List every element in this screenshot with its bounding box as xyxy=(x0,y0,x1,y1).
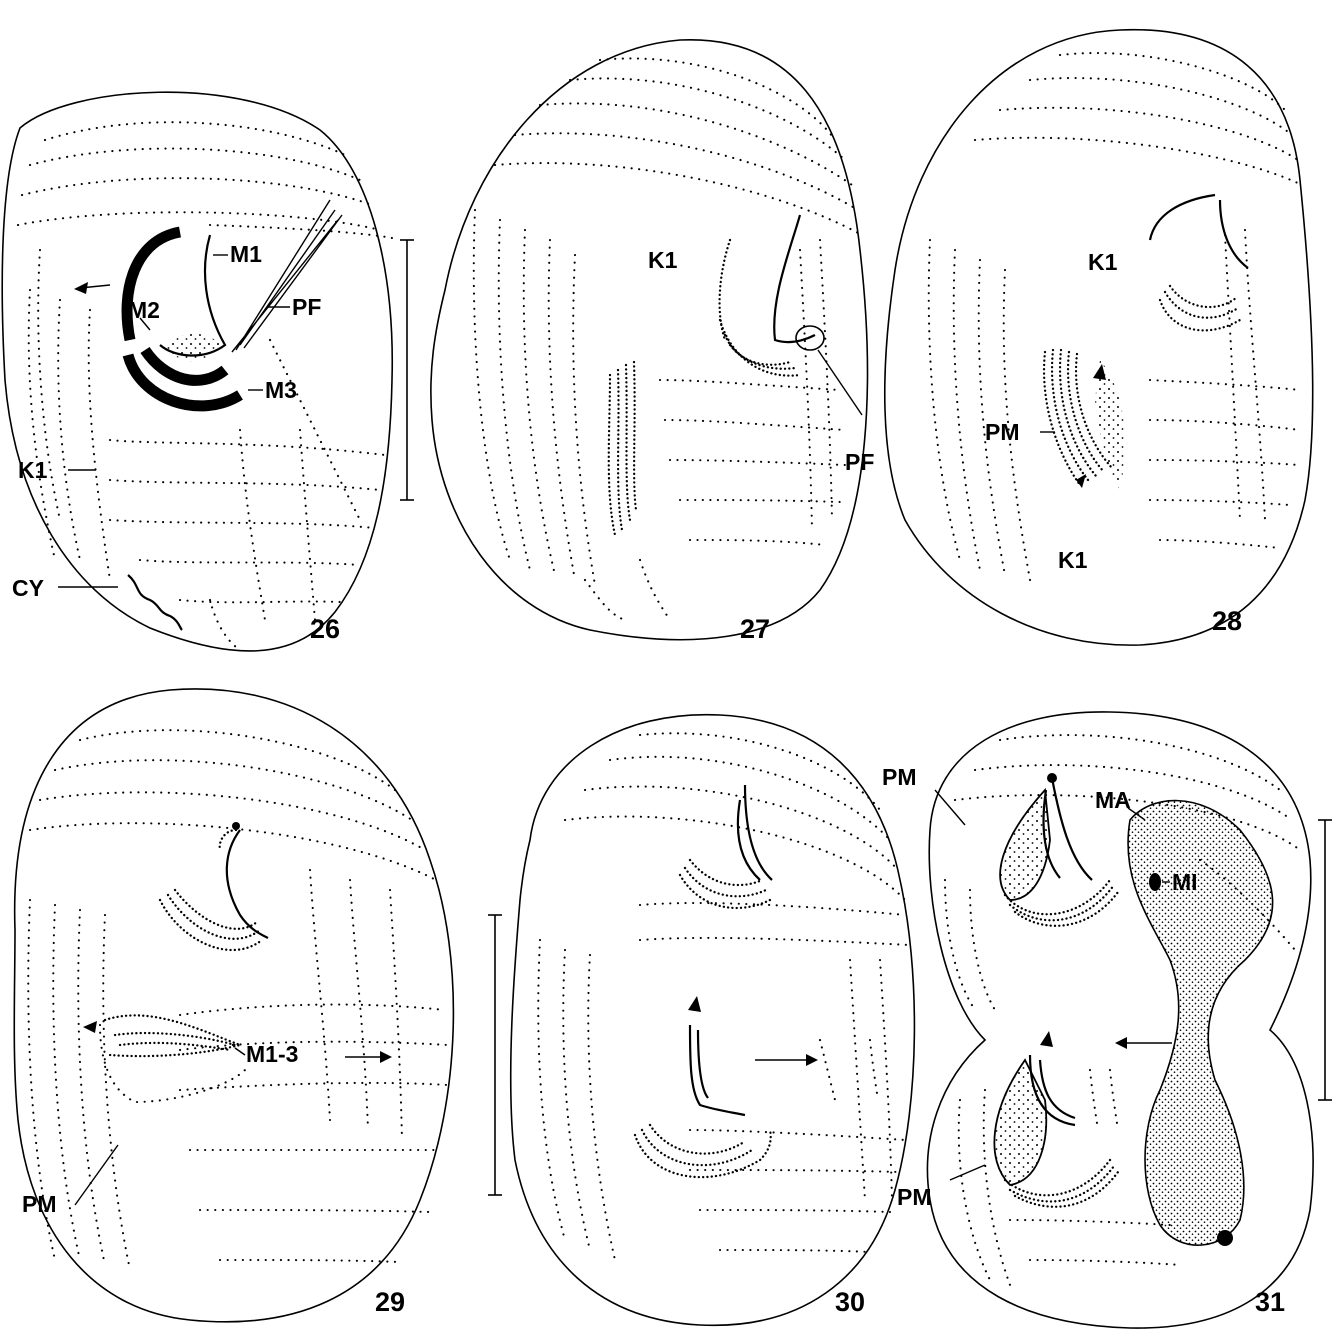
panel-number-30: 30 xyxy=(835,1287,865,1317)
oral-membranelle-m1-26 xyxy=(127,232,180,340)
panel-number-28: 28 xyxy=(1212,606,1242,636)
kinety-rows-26 xyxy=(18,122,392,650)
paroral-membrane-30-opisthe xyxy=(690,1025,745,1115)
oral-dot-29 xyxy=(232,822,240,830)
cell-outline-29 xyxy=(14,689,453,1322)
leader-pf-27 xyxy=(818,350,862,415)
panel-number-26: 26 xyxy=(310,614,340,644)
kinety-rows-31 xyxy=(945,735,1300,1285)
arrowhead-30 xyxy=(688,996,701,1012)
arrowhead-tip-26 xyxy=(74,282,88,294)
arrow-31-head xyxy=(1115,1037,1127,1049)
panel-26: M1 M2 M3 PF K1 CY 26 xyxy=(2,92,414,651)
buccal-stipple-26 xyxy=(165,334,222,361)
panel-31: PM MA MI PM 31 xyxy=(882,712,1332,1328)
panel-28: K1 PM K1 28 xyxy=(885,30,1313,645)
label-k1-28b: K1 xyxy=(1058,547,1088,573)
paroral-membrane-28 xyxy=(1150,195,1248,268)
panel-27: K1 PF 27 xyxy=(431,40,875,644)
label-k1-26: K1 xyxy=(18,457,48,483)
label-m13: M1-3 xyxy=(246,1041,298,1067)
panel-30: 30 xyxy=(511,715,915,1326)
oral-primordium-27 xyxy=(609,362,636,535)
macronucleus xyxy=(1128,801,1273,1246)
arrowhead-29 xyxy=(83,1021,97,1033)
cell-outline-26 xyxy=(2,92,392,651)
arrow-30-head xyxy=(806,1054,818,1066)
arrow-29-head xyxy=(380,1051,392,1063)
label-m1: M1 xyxy=(230,241,262,267)
arrowhead-28b xyxy=(1076,474,1086,488)
label-m3: M3 xyxy=(265,377,297,403)
kinety-rows-28 xyxy=(929,53,1302,580)
opisthe-oral-primordium-29 xyxy=(105,1015,240,1056)
label-pm-31b: PM xyxy=(897,1184,932,1210)
oral-membranelles-30-proter xyxy=(680,860,770,908)
label-pm-31a: PM xyxy=(882,764,917,790)
micronucleus-fragment xyxy=(1217,1230,1233,1246)
arrowhead-31 xyxy=(1040,1031,1053,1047)
cytoproct-26 xyxy=(128,575,182,630)
proter-buccal-31 xyxy=(1000,790,1050,900)
label-pf-27: PF xyxy=(845,449,874,475)
panel-number-27: 27 xyxy=(740,614,770,644)
label-k1-27: K1 xyxy=(648,247,678,273)
leader-pm-29 xyxy=(75,1145,118,1205)
kinety-rows-29 xyxy=(28,730,448,1270)
paroral-membrane-30-proter xyxy=(738,785,772,880)
panel-number-29: 29 xyxy=(375,1287,405,1317)
micronucleus xyxy=(1149,873,1161,891)
panel-number-31: 31 xyxy=(1255,1287,1285,1317)
label-pm-29: PM xyxy=(22,1191,57,1217)
primordium-stipple-28 xyxy=(1095,360,1125,490)
opisthe-buccal-31 xyxy=(994,1060,1046,1185)
paroral-membrane-29 xyxy=(227,830,268,938)
kinety-rows-30 xyxy=(538,733,910,1260)
leader-pm-31b xyxy=(950,1165,985,1180)
label-cy: CY xyxy=(12,575,44,601)
label-pf-26: PF xyxy=(292,294,321,320)
label-pm-28: PM xyxy=(985,419,1020,445)
panel-29: M1-3 PM 29 xyxy=(14,689,502,1322)
pharyngeal-fibres-26 xyxy=(232,200,342,352)
oral-membranelles-29 xyxy=(160,830,262,950)
label-ma: MA xyxy=(1095,787,1131,813)
leader-m13 xyxy=(235,1048,245,1055)
opisthe-outline-29 xyxy=(100,1025,245,1102)
oral-membranelles-27 xyxy=(720,240,800,376)
cell-outline-28 xyxy=(885,30,1313,645)
oral-dot-31 xyxy=(1047,773,1057,783)
oral-membranelles-28 xyxy=(1160,286,1240,330)
leader-pm-31a xyxy=(935,790,965,825)
paroral-membrane-27 xyxy=(774,215,815,342)
label-m2: M2 xyxy=(128,297,160,323)
label-k1-28a: K1 xyxy=(1088,249,1118,275)
paroral-membrane-31-proter xyxy=(1044,778,1092,880)
label-mi: MI xyxy=(1172,869,1198,895)
